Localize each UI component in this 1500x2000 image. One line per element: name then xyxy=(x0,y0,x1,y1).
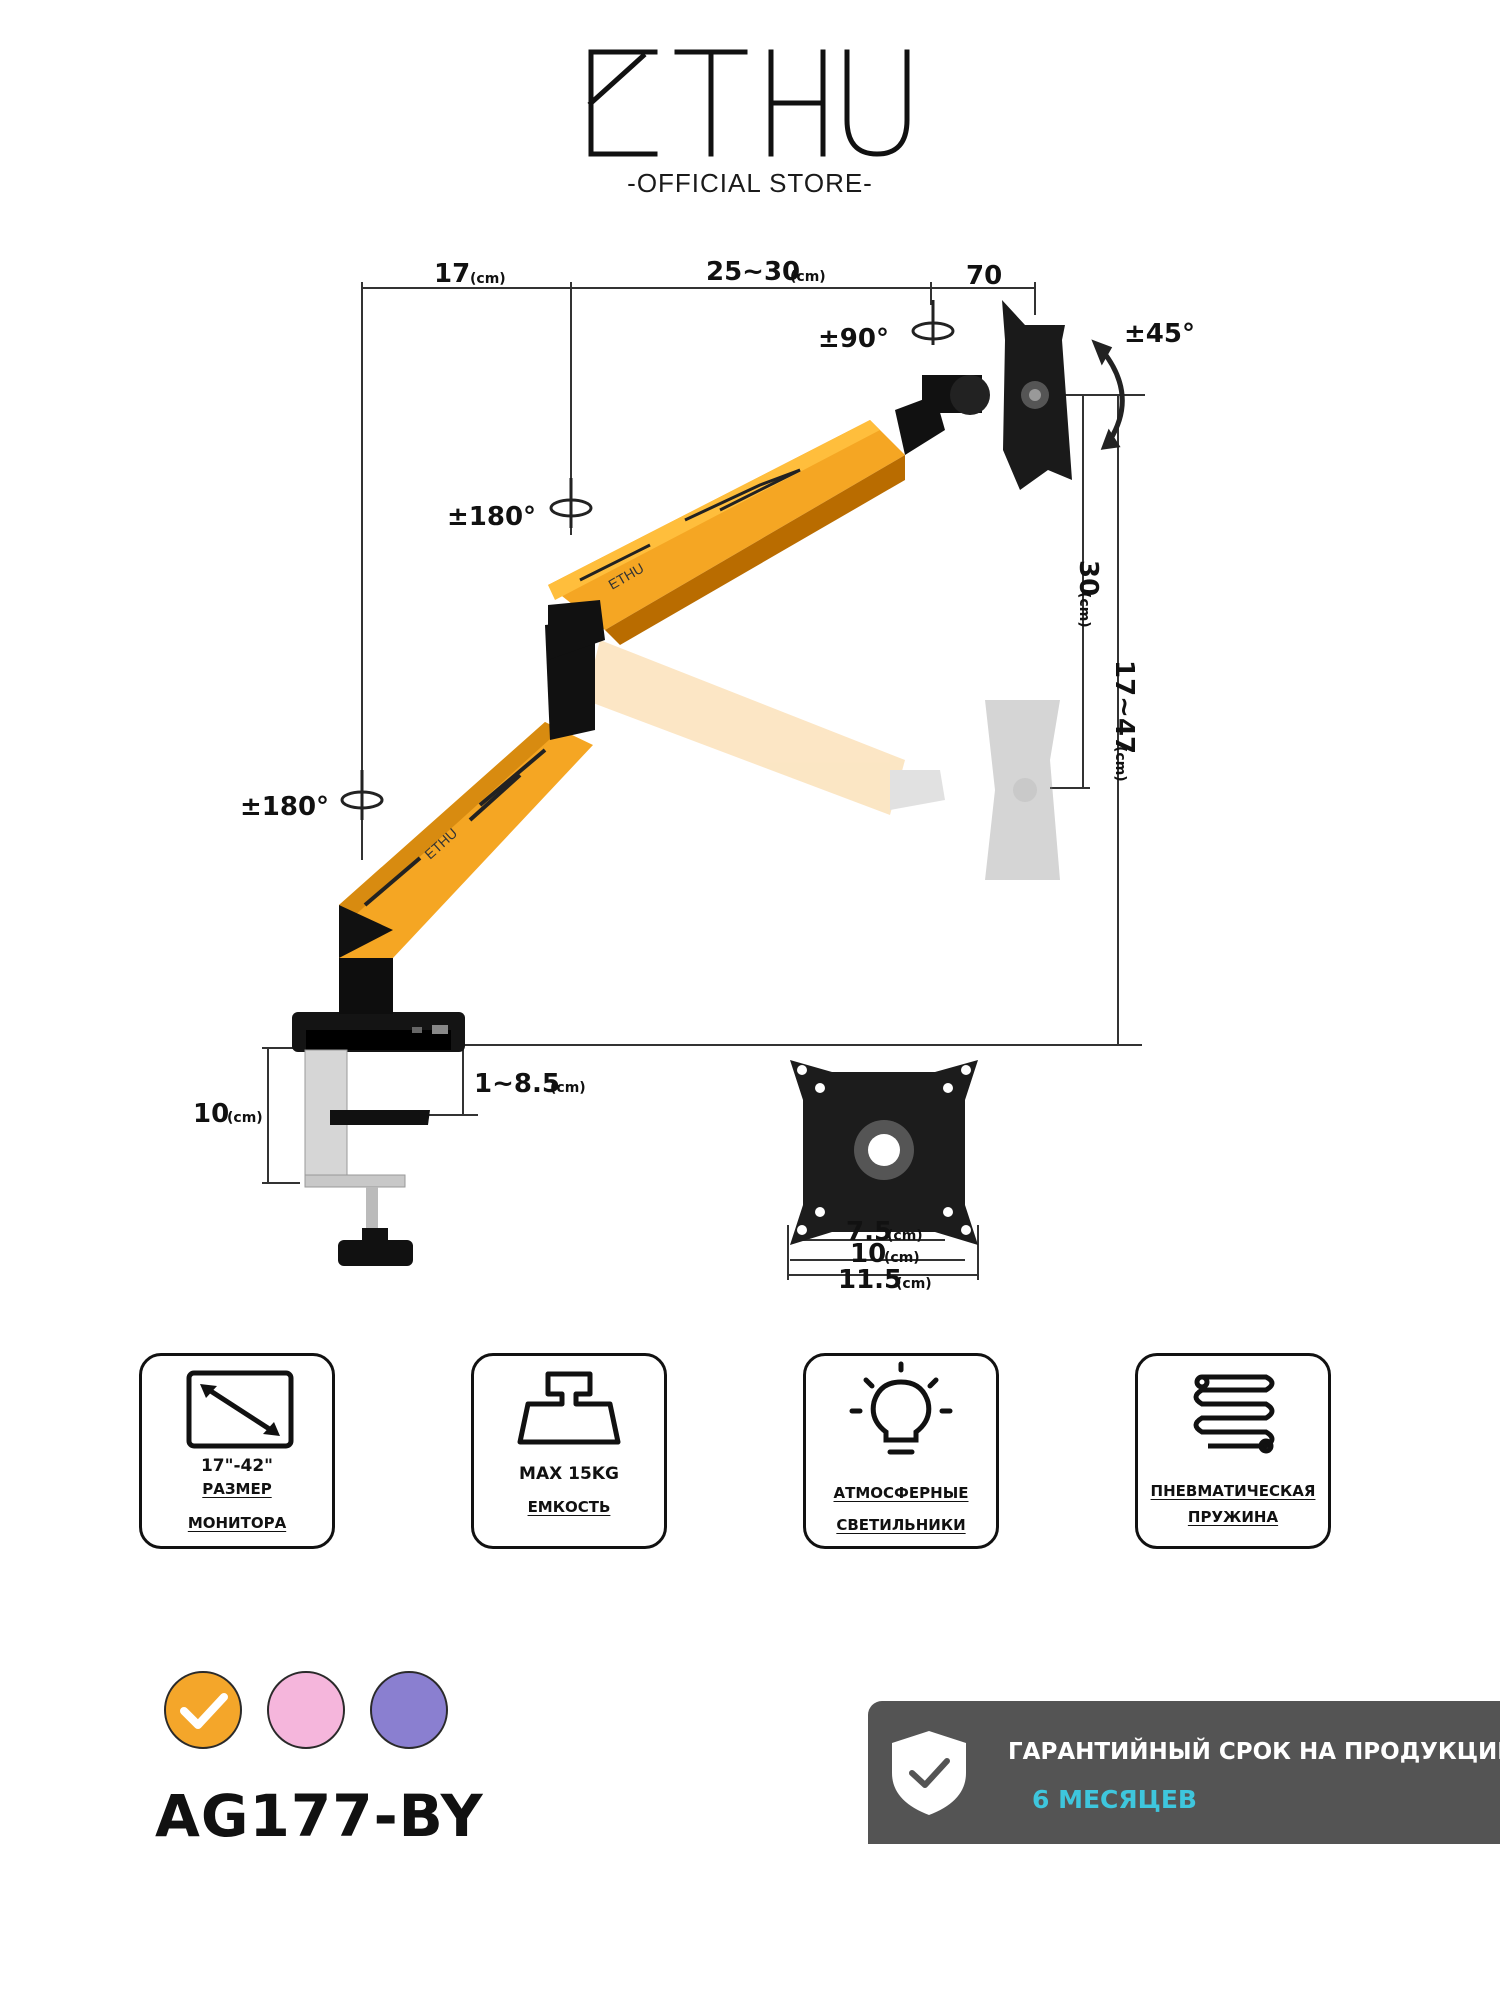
svg-text:±180°: ±180° xyxy=(240,792,329,822)
tilt-arrow-icon xyxy=(1091,339,1125,450)
svg-text:(cm): (cm) xyxy=(884,1250,920,1266)
feature-line-1: ПНЕВМАТИЧЕСКАЯ xyxy=(1150,1482,1316,1500)
official-store-label: -OFFICIAL STORE- xyxy=(627,168,873,198)
desk-clamp xyxy=(304,1049,430,1266)
feature-gas-spring: ПНЕВМАТИЧЕСКАЯ ПРУЖИНА xyxy=(1135,1353,1331,1549)
diagonal-screen-icon xyxy=(186,1370,294,1449)
svg-text:70: 70 xyxy=(966,261,1002,291)
feature-lights: АТМОСФЕРНЫЕ СВЕТИЛЬНИКИ xyxy=(803,1353,999,1549)
shield-check-icon xyxy=(892,1731,966,1815)
svg-text:(cm): (cm) xyxy=(790,269,826,285)
svg-text:(cm): (cm) xyxy=(470,271,506,287)
lower-arm: ETHU xyxy=(339,620,595,958)
monitor-arm-diagram: ETHU ETHU xyxy=(193,257,1195,1295)
svg-text:(cm): (cm) xyxy=(896,1276,932,1292)
rotate-mid-icon xyxy=(549,478,593,528)
spring-icon xyxy=(1193,1374,1275,1454)
feature-line-1: АТМОСФЕРНЫЕ xyxy=(833,1484,969,1502)
svg-text:±90°: ±90° xyxy=(818,324,889,354)
upper-arm: ETHU xyxy=(548,420,905,660)
rotate-top-icon xyxy=(911,300,955,345)
feature-line-2: РАЗМЕР xyxy=(202,1480,272,1498)
color-option-purple[interactable] xyxy=(370,1671,448,1749)
svg-text:(cm): (cm) xyxy=(1112,746,1128,782)
svg-text:±180°: ±180° xyxy=(447,502,536,532)
arm-base xyxy=(292,958,465,1052)
feature-line-2: СВЕТИЛЬНИКИ xyxy=(836,1516,966,1534)
svg-text:(cm): (cm) xyxy=(1076,592,1092,628)
feature-line-2: ПРУЖИНА xyxy=(1187,1508,1279,1526)
light-bulb-icon xyxy=(849,1361,953,1455)
svg-text:7.5: 7.5 xyxy=(846,1217,892,1247)
arm-ghost-position xyxy=(585,640,1060,880)
svg-text:±45°: ±45° xyxy=(1124,319,1195,349)
svg-text:(cm): (cm) xyxy=(550,1080,586,1096)
rotation-icons xyxy=(340,300,1125,820)
check-icon xyxy=(180,1693,228,1729)
ethu-logo xyxy=(587,49,910,157)
feature-capacity: MAX 15KG ЕМКОСТЬ xyxy=(471,1353,667,1549)
svg-text:(cm): (cm) xyxy=(887,1228,923,1244)
svg-text:30: 30 xyxy=(1073,560,1103,596)
svg-text:10: 10 xyxy=(850,1239,886,1269)
warranty-banner: ГАРАНТИЙНЫЙ СРОК НА ПРОДУКЦИЮ 6 МЕСЯЦЕВ xyxy=(868,1701,1500,1844)
weight-icon xyxy=(517,1371,621,1445)
feature-line-1: MAX 15KG xyxy=(519,1464,619,1484)
rotate-base-icon xyxy=(340,770,384,820)
model-name: AG177-BY xyxy=(155,1782,484,1850)
color-option-orange[interactable] xyxy=(164,1671,242,1749)
feature-line-1: 17"-42" xyxy=(200,1456,274,1476)
svg-text:17~47: 17~47 xyxy=(1109,660,1139,754)
color-option-pink[interactable] xyxy=(267,1671,345,1749)
feature-line-3: МОНИТОРА xyxy=(187,1514,287,1532)
warranty-period: 6 МЕСЯЦЕВ xyxy=(1032,1785,1197,1814)
svg-text:25~30: 25~30 xyxy=(706,257,800,287)
svg-text:1~8.5: 1~8.5 xyxy=(474,1069,560,1099)
svg-text:(cm): (cm) xyxy=(227,1110,263,1126)
svg-text:17: 17 xyxy=(434,259,470,289)
warranty-title: ГАРАНТИЙНЫЙ СРОК НА ПРОДУКЦИЮ xyxy=(1008,1739,1500,1765)
feature-screen-size: 17"-42" РАЗМЕР МОНИТОРА xyxy=(139,1353,335,1549)
monitor-head xyxy=(895,300,1072,490)
vesa-plate xyxy=(790,1060,978,1245)
svg-text:10: 10 xyxy=(193,1099,229,1129)
feature-line-2: ЕМКОСТЬ xyxy=(527,1498,611,1516)
svg-text:11.5: 11.5 xyxy=(838,1265,902,1295)
